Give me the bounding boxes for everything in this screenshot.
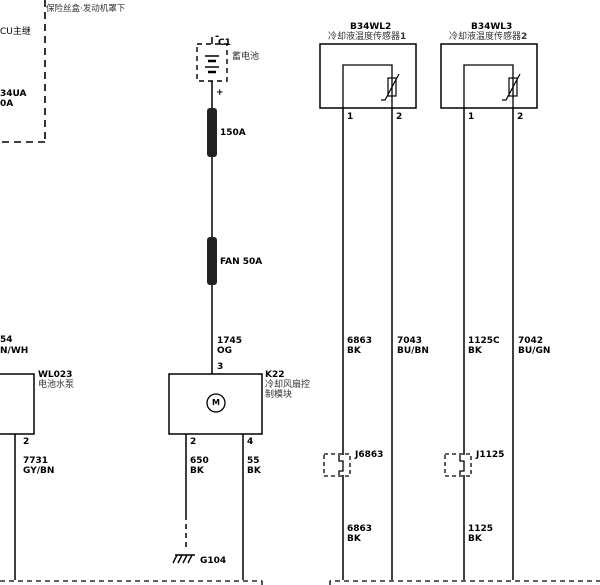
sensor-wires — [342, 108, 514, 580]
wire-650-code: 650 — [190, 456, 209, 466]
bottom-connectors — [0, 580, 600, 585]
sensor1-internal — [342, 64, 393, 108]
sensor2-id: B34WL3 — [471, 22, 513, 32]
pump-pin-2: 2 — [23, 437, 30, 447]
motor-icon — [206, 393, 226, 413]
fan-module-pin-3: 3 — [217, 362, 224, 372]
pump-box — [0, 373, 35, 435]
wire-1125c-color: BK — [468, 346, 482, 356]
splice-j6863-icon — [323, 453, 351, 477]
wire-7042-color: BU/GN — [518, 346, 551, 356]
wire-7043-color: BU/BN — [397, 346, 429, 356]
fan-module-id: K22 — [265, 370, 285, 380]
sensor1-id: B34WL2 — [350, 22, 392, 32]
fan-module-name-1: 冷却风扇控 — [265, 380, 311, 390]
ecu-name-fragment: CU主继 — [0, 27, 31, 37]
battery-plus: + — [216, 88, 224, 98]
wire-6863-color: BK — [347, 346, 361, 356]
fusebox-note: 保险丝盒·发动机罩下 — [46, 4, 126, 14]
ground-id: G104 — [200, 556, 227, 566]
wire-1125-low-color: BK — [468, 534, 482, 544]
sensor2-box — [440, 43, 538, 109]
left-wire-color: N/WH — [0, 346, 29, 356]
fuse-150a — [207, 108, 217, 157]
fuse-150a-label: 150A — [220, 128, 246, 138]
battery-minus: - — [215, 31, 220, 42]
sensor2-pin-1: 1 — [468, 112, 475, 122]
battery-symbol — [196, 37, 228, 100]
thermistor1-icon — [381, 73, 400, 101]
wire-1125-low-code: 1125 — [468, 524, 494, 534]
sensor2-internal — [463, 64, 514, 108]
wire-55-code: 55 — [247, 456, 260, 466]
sensor2-pin-2: 2 — [517, 112, 524, 122]
sensor2-name: 冷却液温度传感器2 — [449, 32, 528, 42]
fuse-fan-label: FAN 50A — [220, 257, 263, 267]
wire-1745-color: OG — [217, 346, 233, 356]
splice-j1125-icon — [444, 453, 472, 477]
relay-value-fragment: 0A — [0, 99, 14, 109]
wire-7043-code: 7043 — [397, 336, 423, 346]
pump-id: WL023 — [38, 370, 73, 380]
wire-55-color: BK — [247, 466, 261, 476]
wire-650-color: BK — [190, 466, 204, 476]
wire-1125c-code: 1125C — [468, 336, 500, 346]
thermistor2-icon — [502, 73, 521, 101]
battery-id: C1 — [218, 38, 231, 48]
fuse-fan-50a — [207, 237, 217, 285]
splice-j6863-label: J6863 — [355, 450, 384, 460]
wire-6863-low-code: 6863 — [347, 524, 373, 534]
ground-icon — [172, 554, 195, 564]
sensor1-box — [319, 43, 417, 109]
wire-6863-low-color: BK — [347, 534, 361, 544]
battery-name: 蓄电池 — [232, 52, 260, 62]
wire-7731-color: GY/BN — [23, 466, 55, 476]
wire-6863-code: 6863 — [347, 336, 373, 346]
fan-module-pin-4: 4 — [247, 437, 254, 447]
pump-name: 电池水泵 — [38, 380, 75, 390]
relay-id-fragment: 34UA — [0, 89, 27, 99]
fan-module-name-2: 制模块 — [265, 390, 293, 400]
ecu-box-left — [0, 0, 46, 143]
fan-module-pin-2: 2 — [190, 437, 197, 447]
wire-7042-code: 7042 — [518, 336, 544, 346]
motor-symbol: M — [212, 398, 220, 407]
fan-module-box — [168, 373, 263, 435]
wire-7731-code: 7731 — [23, 456, 49, 466]
sensor1-pin-1: 1 — [347, 112, 354, 122]
wire-1745-code: 1745 — [217, 336, 243, 346]
fan-outputs — [185, 434, 244, 580]
sensor1-name: 冷却液温度传感器1 — [328, 32, 407, 42]
splice-j1125-label: J1125 — [476, 450, 505, 460]
left-wire-code: 54 — [0, 335, 13, 345]
sensor1-pin-2: 2 — [396, 112, 403, 122]
